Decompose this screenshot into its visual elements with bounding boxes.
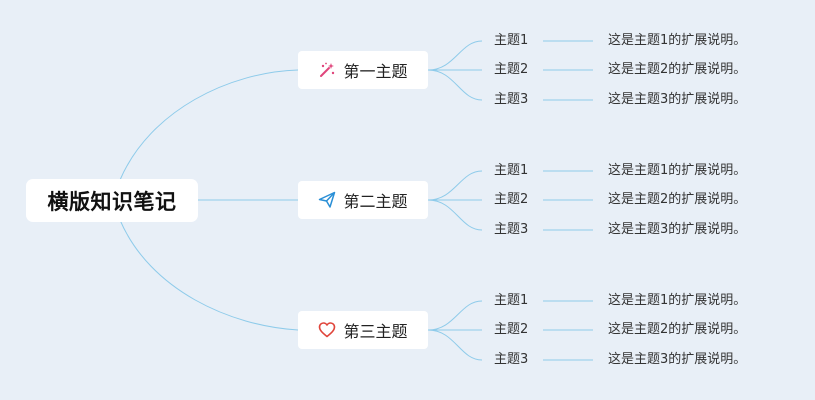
connector-t3-l3 <box>427 329 483 361</box>
topic-3-item-3-label[interactable]: 主题3 <box>494 352 529 367</box>
topic-1-item-3-label[interactable]: 主题3 <box>494 92 529 107</box>
connector-t2-l3 <box>427 199 483 231</box>
topic-1-item-2-label[interactable]: 主题2 <box>494 62 529 77</box>
topic-1-item-2-desc: 这是主题2的扩展说明。 <box>608 62 747 77</box>
topic-3-item-1-label[interactable]: 主题1 <box>494 293 529 308</box>
topic-3-item-1-desc: 这是主题1的扩展说明。 <box>608 293 747 308</box>
sparkle-wand-icon <box>318 61 336 79</box>
connector-root-topic3 <box>119 219 299 331</box>
topic-2-item-2-desc: 这是主题2的扩展说明。 <box>608 192 747 207</box>
topic-2-item-2-label[interactable]: 主题2 <box>494 192 529 207</box>
connector-t1-l3 <box>427 69 483 101</box>
topic-node-3[interactable]: 第三主题 <box>298 311 428 349</box>
topic-3-title: 第三主题 <box>343 322 408 341</box>
heart-icon <box>318 321 336 339</box>
root-title: 横版知识笔记 <box>47 189 177 214</box>
topic-2-item-3-label[interactable]: 主题3 <box>494 222 529 237</box>
topic-2-title: 第二主题 <box>343 192 408 211</box>
connector-root-topic1 <box>119 69 299 181</box>
topic-node-2[interactable]: 第二主题 <box>298 181 428 219</box>
topic-1-item-3-desc: 这是主题3的扩展说明。 <box>608 92 747 107</box>
paper-plane-icon <box>318 191 336 209</box>
topic-2-item-3-desc: 这是主题3的扩展说明。 <box>608 222 747 237</box>
topic-2-item-1-desc: 这是主题1的扩展说明。 <box>608 163 747 178</box>
topic-1-title: 第一主题 <box>343 62 408 81</box>
topic-node-1[interactable]: 第一主题 <box>298 51 428 89</box>
topic-3-item-3-desc: 这是主题3的扩展说明。 <box>608 352 747 367</box>
topic-2-item-1-label[interactable]: 主题1 <box>494 163 529 178</box>
connector-t3-l1 <box>427 300 483 331</box>
topic-1-item-1-desc: 这是主题1的扩展说明。 <box>608 33 747 48</box>
topic-1-item-1-label[interactable]: 主题1 <box>494 33 529 48</box>
connector-t2-l1 <box>427 170 483 201</box>
topic-3-item-2-desc: 这是主题2的扩展说明。 <box>608 322 747 337</box>
topic-3-item-2-label[interactable]: 主题2 <box>494 322 529 337</box>
connector-t1-l1 <box>427 40 483 71</box>
root-node[interactable]: 横版知识笔记 <box>26 179 198 222</box>
